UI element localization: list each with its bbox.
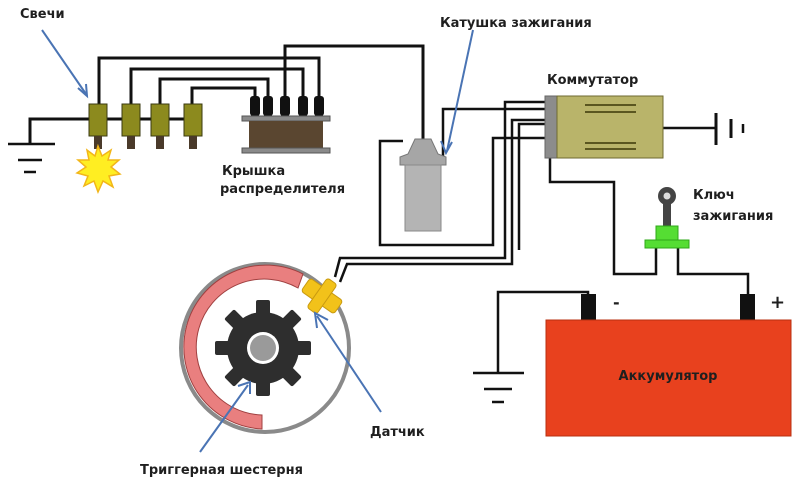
- ignition-coil: [399, 138, 447, 232]
- ground-symbol-commutator: [714, 113, 745, 145]
- label-trigger-gear: Триггерная шестерня: [140, 463, 303, 478]
- pointer-arrows: [41, 29, 474, 453]
- label-battery-minus: -: [613, 293, 620, 312]
- label-commutator: Коммутатор: [547, 73, 638, 88]
- wire-sensor-commutator-1: [333, 100, 545, 278]
- wire-distributor-coil: [283, 44, 425, 140]
- wire-coil-left-loop: [378, 136, 545, 247]
- ignition-key: [644, 187, 690, 249]
- label-distributor-cap-1: Крышка: [222, 164, 285, 179]
- wire-plug4-distributor: [190, 86, 257, 104]
- wire-plug1-distributor: [97, 56, 321, 104]
- battery: [545, 294, 792, 437]
- wire-key-battery-plus: [676, 248, 750, 296]
- label-distributor-cap-2: распределителя: [220, 182, 345, 197]
- gear-tooth: [281, 366, 302, 387]
- gear-tooth: [281, 309, 302, 330]
- label-battery-plus: +: [770, 292, 785, 313]
- gear-tooth: [215, 341, 231, 355]
- label-ignition-key-2: зажигания: [693, 209, 773, 224]
- gear-tooth: [224, 309, 245, 330]
- label-battery: Аккумулятор: [619, 369, 718, 384]
- spark-plug: [121, 103, 141, 149]
- wire-commutator-key: [548, 158, 658, 276]
- trigger-ring-segment: [183, 264, 304, 430]
- spark-plug: [183, 103, 203, 149]
- label-spark-plugs: Свечи: [20, 7, 65, 22]
- spark-icon: [75, 143, 122, 194]
- trigger-assembly: [179, 262, 351, 434]
- ground-symbol-plugs: [8, 142, 55, 174]
- distributor-cap: [241, 96, 331, 154]
- wire-plug-ground-rail: [28, 117, 200, 143]
- label-sensor: Датчик: [370, 425, 425, 440]
- commutator: [544, 95, 664, 159]
- arrow-spark-plugs: [41, 29, 89, 99]
- spark-plug: [150, 103, 170, 149]
- arrow-sensor: [313, 311, 382, 413]
- wire-sensor-commutator-2: [338, 118, 545, 283]
- trigger-gear-icon: [215, 300, 311, 396]
- label-ignition-coil: Катушка зажигания: [440, 16, 592, 31]
- spark-plug: [88, 103, 108, 149]
- gear-tooth: [256, 300, 270, 316]
- arrow-ignition-coil: [440, 29, 474, 156]
- gear-tooth: [256, 380, 270, 396]
- wire-coil-right-commutator: [441, 107, 545, 157]
- wire-sensor-commutator-3: [517, 122, 545, 250]
- gear-tooth: [295, 341, 311, 355]
- wire-plug3-distributor: [158, 77, 270, 104]
- ground-symbol-battery: [473, 371, 524, 404]
- label-ignition-key-1: Ключ: [693, 188, 735, 203]
- wiring: [28, 44, 750, 372]
- spark-plugs: [75, 103, 203, 194]
- gear-tooth: [224, 366, 245, 387]
- sensor: [301, 278, 343, 314]
- wire-plug2-distributor: [129, 67, 305, 104]
- arrow-trigger-gear: [199, 380, 251, 453]
